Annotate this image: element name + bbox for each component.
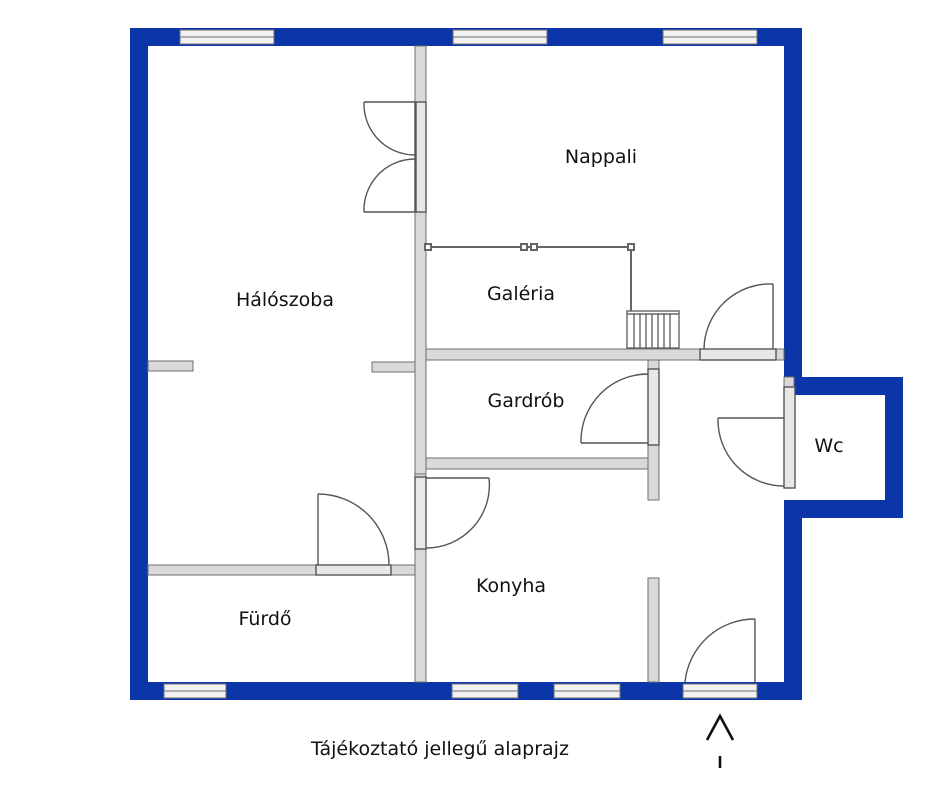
room-label-haloszoba: Hálószoba bbox=[236, 289, 334, 311]
wc-wall-bottom bbox=[784, 500, 903, 518]
wall-stub-bedroom bbox=[147, 360, 194, 372]
inner-walls bbox=[147, 45, 795, 683]
windows bbox=[163, 29, 758, 699]
outer-wall-right-lower bbox=[784, 500, 802, 700]
door-wc bbox=[717, 386, 796, 489]
wall-stub-hall bbox=[371, 361, 416, 373]
door-bedroom-double bbox=[363, 101, 427, 213]
window-top-1 bbox=[179, 29, 275, 45]
room-labels: Hálószoba Nappali Galéria Gardrób Wc Kon… bbox=[236, 146, 844, 630]
door-bathroom bbox=[315, 493, 392, 576]
wall-wardrobe-bottom bbox=[425, 457, 651, 470]
plan-caption: Tájékoztató jellegű alaprajz bbox=[311, 738, 569, 760]
wall-kitchen-stub bbox=[647, 577, 660, 683]
wall-gallery-floor bbox=[425, 348, 785, 361]
wall-kitchen-left bbox=[414, 473, 427, 683]
outer-wall-right-upper bbox=[784, 28, 802, 378]
room-label-nappali: Nappali bbox=[565, 146, 637, 168]
wall-wc-left-upper bbox=[783, 376, 795, 388]
room-label-furdo: Fürdő bbox=[238, 608, 291, 630]
door-entrance bbox=[684, 618, 756, 683]
outer-walls bbox=[130, 28, 903, 700]
room-label-konyha: Konyha bbox=[476, 575, 546, 597]
window-top-2 bbox=[452, 29, 548, 45]
door-kitchen bbox=[414, 476, 491, 550]
room-label-gardrob: Gardrób bbox=[488, 390, 565, 412]
window-top-3 bbox=[662, 29, 758, 45]
stairs bbox=[626, 310, 680, 349]
window-bottom-1 bbox=[163, 683, 227, 699]
wc-wall-top bbox=[784, 377, 903, 395]
gallery-railing bbox=[424, 243, 635, 346]
window-bottom-2 bbox=[451, 683, 519, 699]
wall-bedroom-living-lower bbox=[414, 211, 427, 475]
outer-wall-left bbox=[130, 28, 148, 700]
door-living-hall bbox=[699, 283, 777, 361]
wall-bedroom-living-upper bbox=[414, 45, 427, 103]
doors bbox=[315, 101, 796, 683]
door-wardrobe bbox=[580, 368, 660, 446]
wc-wall-right bbox=[885, 377, 903, 518]
window-bottom-3 bbox=[553, 683, 621, 699]
room-label-galeria: Galéria bbox=[487, 283, 555, 305]
door-frame-entrance bbox=[682, 683, 758, 699]
room-label-wc: Wc bbox=[814, 435, 843, 457]
entrance-arrow-icon bbox=[705, 713, 735, 768]
wall-bathroom-top bbox=[147, 564, 416, 576]
